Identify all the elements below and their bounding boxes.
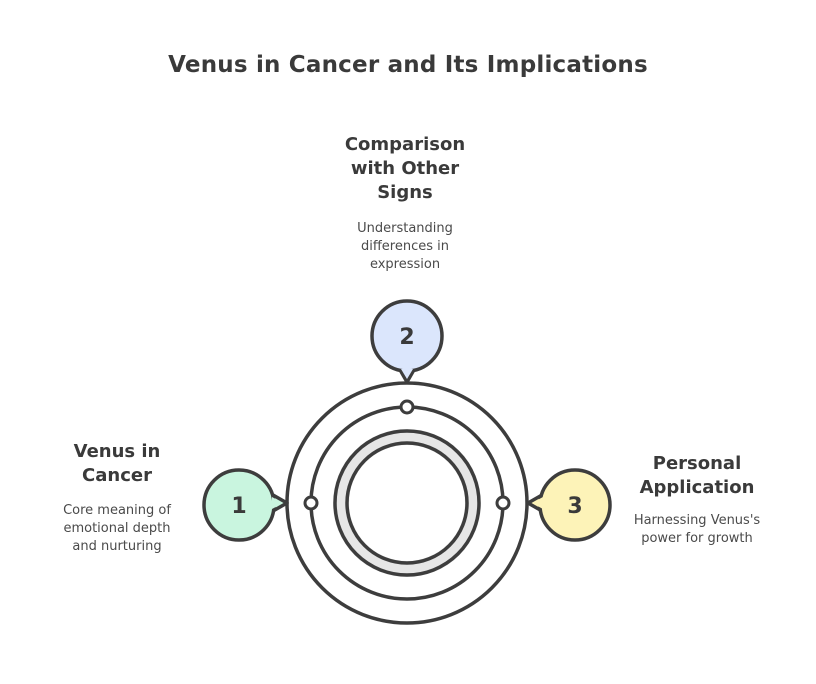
step-2-title-line: Comparison xyxy=(344,134,466,155)
step-2-description-line: differences in xyxy=(360,239,450,254)
step-2-badge-pointer-cover xyxy=(401,369,413,379)
step-3-description-line: Harnessing Venus's xyxy=(633,513,761,528)
step-1-badge: 1 xyxy=(202,468,289,542)
inner-ring-inner xyxy=(345,441,469,565)
step-2-description-line: expression xyxy=(369,257,441,272)
step-1-badge-number: 1 xyxy=(231,494,246,519)
step-2-badge-number: 2 xyxy=(399,325,414,350)
step-3-badge-number: 3 xyxy=(567,494,582,519)
step-1-title: Venus in Cancer xyxy=(50,440,184,488)
step-3-badge: 3 xyxy=(526,468,612,542)
inner-ring-outer xyxy=(333,429,481,577)
step-1-description-line: emotional depth xyxy=(63,521,171,536)
step-2-badge: 2 xyxy=(370,299,444,384)
step-1-description-line: Core meaning of xyxy=(63,503,171,518)
step-2-description: Understanding differences in expression xyxy=(325,220,485,274)
step-3-description: Harnessing Venus's power for growth xyxy=(612,512,782,548)
diagram-title: Venus in Cancer and Its Implications xyxy=(168,52,648,78)
step-2-title-line: Signs xyxy=(377,182,433,203)
step-1-description-line: and nurturing xyxy=(72,539,162,554)
step-3-badge-pointer-cover xyxy=(532,497,543,509)
step-2-description-line: Understanding xyxy=(357,221,453,236)
step-1-title-line: Cancer xyxy=(82,465,152,486)
step-1-badge-pointer-cover xyxy=(272,497,283,509)
step-3-title: Personal Application xyxy=(612,452,782,500)
step-2-title: Comparison with Other Signs xyxy=(325,133,485,205)
connector-dot-right xyxy=(495,495,511,511)
connector-dot-top xyxy=(399,399,415,415)
connector-dot-left xyxy=(303,495,319,511)
outer-ring xyxy=(285,381,529,625)
step-1-title-line: Venus in xyxy=(73,441,161,462)
step-3-title-line: Personal xyxy=(652,453,742,474)
step-3-title-line: Application xyxy=(639,477,755,498)
inner-shading-ring xyxy=(333,429,481,577)
step-3-description-line: power for growth xyxy=(641,531,753,546)
step-2-title-line: with Other xyxy=(350,158,460,179)
step-1-description: Core meaning of emotional depth and nurt… xyxy=(38,502,196,556)
